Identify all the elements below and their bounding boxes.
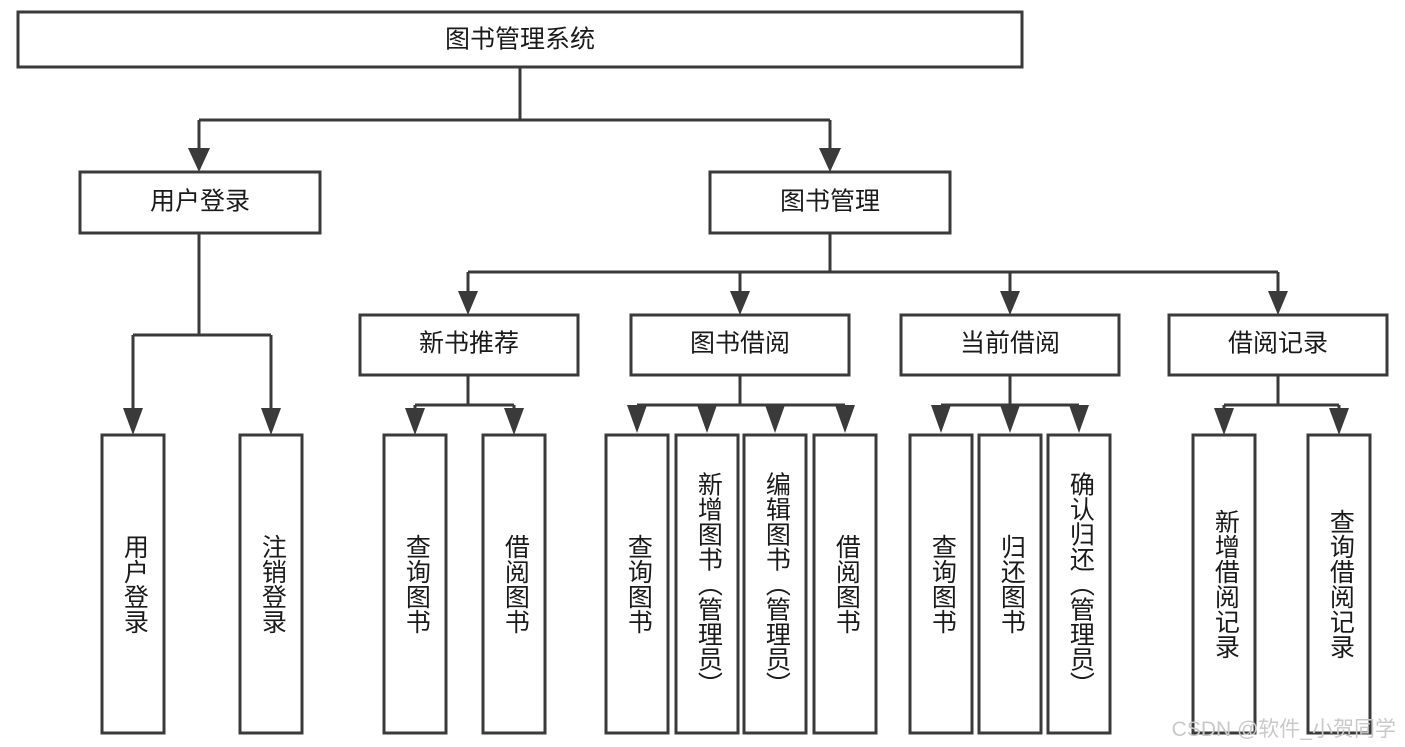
- node-root[interactable]: 图书管理系统: [16, 10, 1024, 69]
- node-borrow-record-label: 借阅记录: [1228, 330, 1328, 358]
- leaf-node[interactable]: 新增图书（管理员）: [674, 433, 740, 735]
- leaf-node[interactable]: 查询图书: [382, 433, 448, 735]
- leaf-borrow-2-box[interactable]: [742, 433, 808, 735]
- arrow-head-leaf-borrow-0: [627, 405, 647, 433]
- leaf-current-1-box[interactable]: [977, 433, 1043, 735]
- leaf-node[interactable]: 借阅图书: [812, 433, 878, 735]
- leaf-record-1-label: 查询借阅记录: [1326, 509, 1355, 659]
- arrow-head-leaf-recommend-0: [405, 408, 425, 435]
- arrow-head-leaf-current-1: [1000, 405, 1020, 433]
- arrow-head-level3-2: [1000, 291, 1020, 315]
- leaf-borrow-2-label: 编辑图书（管理员）: [762, 472, 791, 697]
- arrow-head-leaf-record-0: [1214, 408, 1234, 435]
- node-book-borrow[interactable]: 图书借阅: [629, 313, 851, 377]
- node-borrow-record[interactable]: 借阅记录: [1167, 313, 1389, 377]
- arrow-head-level3-3: [1268, 291, 1288, 315]
- leaf-user-login-0-box[interactable]: [100, 433, 166, 735]
- arrow-head-leaf-recommend-1: [504, 408, 524, 435]
- arrow-head-leaf-user-login-1: [261, 408, 281, 435]
- leaf-current-0-label: 查询图书: [928, 534, 957, 634]
- leaf-borrow-3-label: 借阅图书: [832, 534, 861, 634]
- node-user-login[interactable]: 用户登录: [78, 170, 322, 235]
- leaf-node[interactable]: 确认归还（管理员）: [1046, 433, 1112, 735]
- leaf-recommend-1-label: 借阅图书: [501, 534, 530, 634]
- node-current-borrow-label: 当前借阅: [960, 330, 1060, 358]
- leaf-current-2-box[interactable]: [1046, 433, 1112, 735]
- node-user-login-box[interactable]: [78, 170, 322, 235]
- leaf-user-login-1-box[interactable]: [238, 433, 304, 735]
- node-book-borrow-label: 图书借阅: [690, 330, 790, 358]
- arrow-head-level3-1: [730, 291, 750, 315]
- leaf-node[interactable]: 查询图书: [604, 433, 670, 735]
- csdn-watermark: CSDN @软件_小贺同学: [1172, 718, 1396, 741]
- leaf-current-1-label: 归还图书: [997, 534, 1026, 634]
- leaf-record-0-label: 新增借阅记录: [1211, 509, 1240, 659]
- leaf-current-2-label: 确认归还（管理员）: [1066, 472, 1095, 697]
- leaf-current-0-box[interactable]: [908, 433, 974, 735]
- leaf-node[interactable]: 借阅图书: [481, 433, 547, 735]
- node-book-borrow-box[interactable]: [629, 313, 851, 377]
- node-book-manage[interactable]: 图书管理: [708, 170, 952, 235]
- node-new-book-recommend-label: 新书推荐: [419, 330, 519, 358]
- node-book-manage-label: 图书管理: [780, 188, 880, 216]
- arrow-head-leaf-borrow-3: [835, 405, 855, 433]
- leaf-recommend-0-box[interactable]: [382, 433, 448, 735]
- leaf-record-0-box[interactable]: [1191, 433, 1257, 735]
- leaf-borrow-0-label: 查询图书: [624, 534, 653, 634]
- leaf-node[interactable]: 编辑图书（管理员）: [742, 433, 808, 735]
- leaf-node[interactable]: 注销登录: [238, 433, 304, 735]
- leaf-borrow-0-box[interactable]: [604, 433, 670, 735]
- arrow-head-level3-0: [458, 291, 478, 315]
- leaf-borrow-1-box[interactable]: [674, 433, 740, 735]
- arrow-head-leaf-current-0: [931, 405, 951, 433]
- leaf-borrow-3-box[interactable]: [812, 433, 878, 735]
- leaf-node[interactable]: 归还图书: [977, 433, 1043, 735]
- arrow-head-user-login: [188, 148, 210, 172]
- leaf-user-login-0-label: 用户登录: [120, 534, 149, 634]
- node-borrow-record-box[interactable]: [1167, 313, 1389, 377]
- node-current-borrow[interactable]: 当前借阅: [899, 313, 1121, 377]
- leaf-record-1-box[interactable]: [1306, 433, 1372, 735]
- leaf-node[interactable]: 查询借阅记录: [1306, 433, 1372, 735]
- node-root-box[interactable]: [16, 10, 1024, 69]
- leaf-node[interactable]: 用户登录: [100, 433, 166, 735]
- arrow-head-leaf-current-2: [1069, 405, 1089, 433]
- leaf-recommend-1-box[interactable]: [481, 433, 547, 735]
- leaf-borrow-1-label: 新增图书（管理员）: [694, 472, 723, 697]
- arrow-head-leaf-borrow-2: [765, 405, 785, 433]
- node-current-borrow-box[interactable]: [899, 313, 1121, 377]
- node-book-manage-box[interactable]: [708, 170, 952, 235]
- connector-layer: [123, 67, 1349, 435]
- arrow-head-leaf-borrow-1: [697, 405, 717, 433]
- leaf-recommend-0-label: 查询图书: [402, 534, 431, 634]
- node-user-login-label: 用户登录: [150, 188, 250, 216]
- node-new-book-recommend-box[interactable]: [358, 313, 580, 377]
- leaf-user-login-1-label: 注销登录: [258, 534, 287, 634]
- arrow-head-leaf-user-login-0: [123, 408, 143, 435]
- arrow-head-book-manage: [819, 148, 841, 172]
- node-root-label: 图书管理系统: [445, 26, 595, 54]
- leaf-node[interactable]: 新增借阅记录: [1191, 433, 1257, 735]
- node-new-book-recommend[interactable]: 新书推荐: [358, 313, 580, 377]
- leaf-node[interactable]: 查询图书: [908, 433, 974, 735]
- arrow-head-leaf-record-1: [1329, 408, 1349, 435]
